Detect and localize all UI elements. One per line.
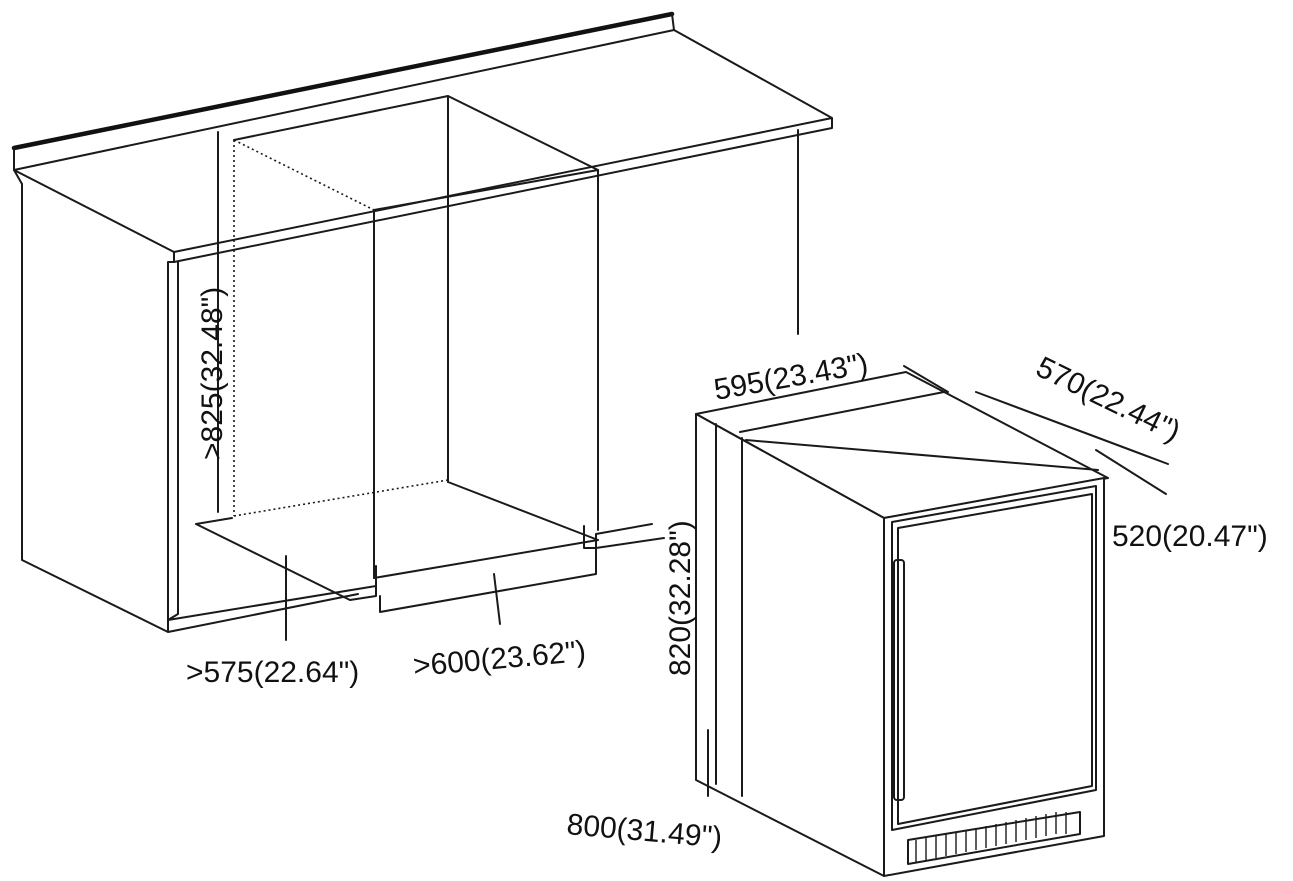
dim-cutout-height: >825(32.48"): [196, 287, 229, 460]
dim-unit-depth-total: 570(22.44"): [1031, 351, 1185, 449]
left-cabinet: [21, 183, 359, 633]
dim-unit-depth-body: 520(20.47"): [1112, 520, 1268, 553]
backsplash: [11, 11, 675, 151]
door: [891, 485, 1097, 831]
countertop: [13, 29, 833, 263]
cutout-floor: [195, 481, 599, 601]
dim-unit-height-min: 800(31.49"): [565, 808, 723, 854]
cutout-opening: [217, 95, 599, 579]
dim-cutout-depth: >575(22.64"): [186, 656, 359, 689]
unit-front: [883, 477, 1105, 877]
vent-grille: [907, 811, 1081, 865]
wine-cooler-unit: [695, 365, 1169, 877]
door-handle: [893, 559, 905, 801]
dim-cutout-width: >600(23.62"): [412, 635, 587, 683]
kitchen-cabinet: [11, 11, 833, 641]
dim-unit-height-max: 820(32.28"): [664, 520, 697, 676]
